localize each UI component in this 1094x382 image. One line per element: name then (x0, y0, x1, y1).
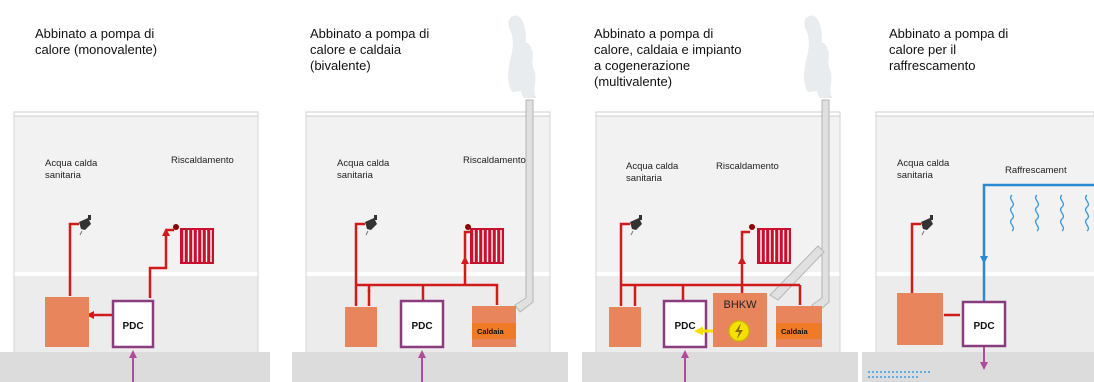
lightning-icon (728, 320, 750, 342)
hot-water-label-line2: sanitaria (626, 173, 663, 184)
hot-water-label-line2: sanitaria (45, 170, 82, 181)
boiler-label-bg (472, 323, 516, 339)
hot-water-label-line1: Acqua calda (626, 161, 679, 172)
heating-label: Riscaldamento (463, 155, 526, 166)
panel-3: Acqua calda sanitaria Riscaldamento PDC … (582, 15, 858, 382)
radiator-valve (173, 224, 179, 230)
radiator-icon (756, 227, 792, 265)
hot-pipes-1 (68, 222, 174, 319)
hot-water-label-line1: Acqua calda (45, 158, 98, 169)
cooling-label: Raffrescament (1005, 165, 1067, 176)
ground-coil (868, 371, 930, 378)
chimney-icon (769, 15, 832, 313)
radiator-valve (465, 224, 471, 230)
cold-pipes (980, 183, 1094, 302)
radiator-icon (179, 227, 215, 265)
heat-pump-box (111, 299, 155, 349)
chp-label: BHKW (724, 299, 758, 311)
hot-water-label-line2: sanitaria (897, 170, 934, 181)
panel-1: Acqua calda sanitaria Riscaldamento PDC (0, 111, 270, 382)
boiler-label: Caldaia (781, 327, 809, 336)
heat-pump-label: PDC (973, 321, 994, 332)
heat-pump-box (662, 299, 708, 349)
panel-4: Acqua calda sanitaria Raffrescament PDC (862, 111, 1094, 382)
hot-pipes-3 (619, 222, 802, 306)
storage-tank (609, 307, 641, 347)
panel-3-title: Abbinato a pompa di calore, caldaia e im… (594, 26, 742, 89)
hot-water-label-line1: Acqua calda (897, 158, 950, 169)
storage-tank (345, 307, 377, 347)
heat-pump-label: PDC (411, 321, 432, 332)
house-wall-1 (0, 111, 270, 382)
boiler-label: Caldaia (477, 327, 505, 336)
hot-water-label-line2: sanitaria (337, 170, 374, 181)
panel-1-title: Abbinato a pompa di calore (monovalente) (35, 26, 158, 57)
panel-4-title: Abbinato a pompa di calore per il raffre… (889, 26, 1009, 73)
hot-pipes-4 (910, 222, 921, 296)
panel-2-title: Abbinato a pompa di calore e caldaia (bi… (310, 26, 430, 73)
boiler-label-bg (776, 323, 822, 339)
hot-pipes-2 (354, 222, 499, 306)
heating-label: Riscaldamento (716, 161, 779, 172)
heat-pump-box (961, 300, 1007, 348)
storage-tank (45, 297, 89, 347)
chimney-icon (508, 15, 536, 313)
heat-pump-label: PDC (122, 321, 143, 332)
storage-tank (897, 293, 943, 345)
heating-label: Riscaldamento (171, 155, 234, 166)
radiator-icon (469, 227, 505, 265)
heat-pump-box (399, 299, 445, 349)
panel-2: Acqua calda sanitaria Riscaldamento PDC (292, 15, 568, 382)
radiator-valve (749, 224, 755, 230)
heat-pump-label: PDC (674, 321, 695, 332)
cooling-coil-icon (1009, 194, 1090, 232)
hot-water-label-line1: Acqua calda (337, 158, 390, 169)
